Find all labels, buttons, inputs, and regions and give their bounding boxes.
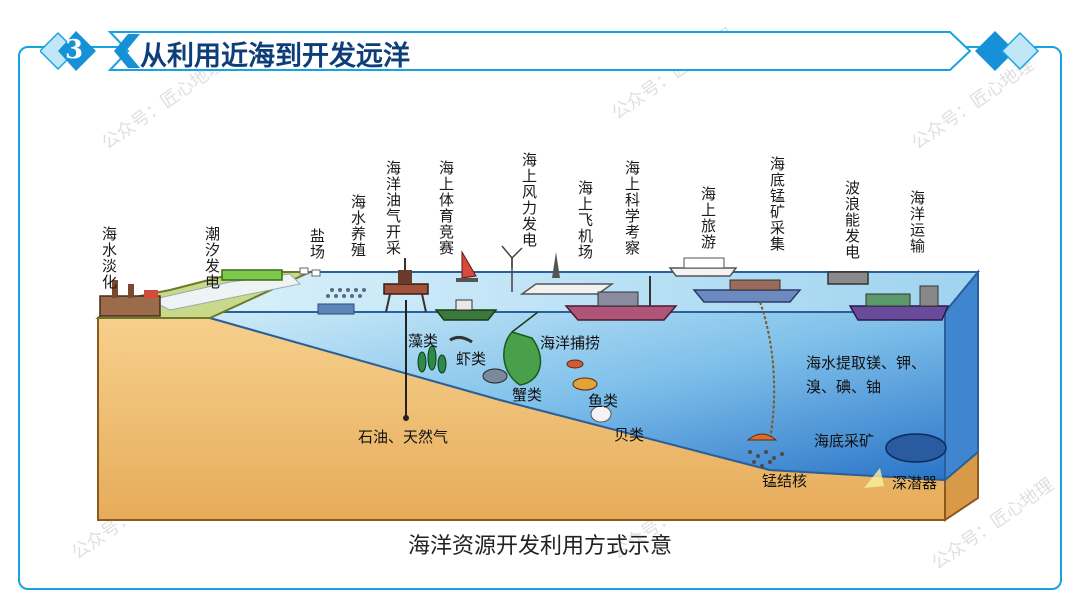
label-airport: 海上飞机场 — [576, 180, 594, 260]
oil-platform-icon — [383, 258, 429, 421]
crab-icon — [482, 368, 508, 384]
diagram-caption: 海洋资源开发利用方式示意 — [407, 534, 672, 559]
wind-turbine-icon — [501, 245, 523, 292]
label-salt-field: 盐场 — [308, 228, 326, 260]
label-extraction-1: 海水提取镁、钾、 — [806, 354, 927, 372]
fishing-net-icon — [503, 311, 542, 386]
section-number: 3 — [64, 35, 84, 65]
fishing-boat-icon — [434, 299, 498, 321]
left-diamond-icon — [40, 31, 96, 71]
label-manganese-mining: 海底锰矿采集 — [768, 156, 786, 252]
right-diamond-icon — [975, 31, 1040, 71]
label-oil-gas: 海洋油气开采 — [384, 160, 402, 256]
shell-icon — [590, 405, 612, 423]
aquaculture-cages-icon — [317, 288, 366, 315]
label-fish: 鱼类 — [588, 392, 619, 410]
label-shipping: 海洋运输 — [908, 190, 926, 254]
label-tourism: 海上旅游 — [699, 186, 717, 250]
submersible-icon — [864, 433, 947, 488]
label-extraction-2: 溴、碘、铀 — [806, 378, 882, 396]
label-oil-gas-deposit: 石油、天然气 — [358, 428, 449, 446]
label-aquaculture: 海水养殖 — [349, 194, 367, 258]
tidal-power-dam-icon — [221, 269, 283, 281]
label-crab: 蟹类 — [512, 386, 543, 404]
offshore-airport-icon — [519, 252, 615, 295]
label-research: 海上科学考察 — [623, 160, 641, 256]
sailboat-icon — [456, 250, 478, 282]
manganese-nodules-icon — [748, 450, 784, 468]
research-ship-icon — [564, 276, 678, 321]
label-desalination: 海水淡化 — [100, 226, 118, 290]
seabed-collector-icon — [746, 433, 778, 441]
label-shellfish: 贝类 — [614, 426, 645, 444]
seaweed-icon — [417, 345, 447, 374]
desalination-plant-icon — [99, 280, 161, 317]
salt-field-icon — [299, 267, 321, 277]
label-wind-power: 海上风力发电 — [520, 152, 538, 248]
label-submersible: 深潜器 — [892, 474, 938, 492]
label-fishing: 海洋捕捞 — [540, 334, 601, 352]
fish-icon — [566, 359, 598, 391]
shrimp-icon — [449, 335, 473, 344]
label-wave-power: 波浪能发电 — [843, 180, 861, 260]
label-algae: 藻类 — [408, 332, 439, 350]
page-title: 从利用近海到开发远洋 — [140, 41, 410, 72]
label-nodules: 锰结核 — [762, 472, 808, 490]
label-tidal-power: 潮汐发电 — [203, 226, 221, 290]
label-seabed-mining: 海底采矿 — [814, 432, 875, 450]
label-sports: 海上体育竞赛 — [437, 160, 455, 256]
header-banner — [40, 31, 1040, 71]
mining-vessel-icon — [692, 279, 802, 441]
cruise-ship-icon — [668, 257, 738, 277]
wave-energy-device-icon — [827, 271, 869, 285]
cargo-ship-icon — [848, 285, 950, 321]
label-shrimp: 虾类 — [456, 350, 487, 368]
